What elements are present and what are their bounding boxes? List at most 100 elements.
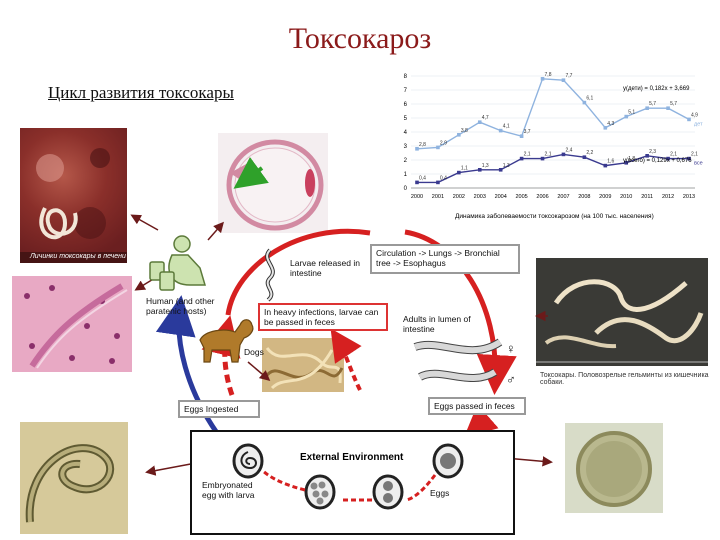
egg-development-arrow xyxy=(404,474,437,502)
circulation-text: Circulation -> Lungs -> Bronchial tree -… xyxy=(376,248,500,268)
arrow-to-liver-photo xyxy=(130,214,159,231)
chart-y-tick-label: 1 xyxy=(404,172,408,178)
male-symbol: ♂ xyxy=(506,372,516,387)
chart-data-label: 7,7 xyxy=(565,73,572,79)
chart-point xyxy=(540,156,545,161)
external-environment-title: External Environment xyxy=(300,452,404,463)
human-figure-icon xyxy=(149,235,207,291)
arrow-to-worm-mass xyxy=(247,361,271,381)
larvae-released-label: Larvae released in intestine xyxy=(290,258,360,278)
chart-series-line-0 xyxy=(416,78,690,150)
human-infection-arrow xyxy=(155,295,225,442)
chart-point xyxy=(457,133,461,137)
chart-x-tick-label: 2010 xyxy=(620,194,632,200)
eggs-ingested-box: Eggs Ingested xyxy=(178,400,260,418)
adults-lumen-label: Adults in lumen of intestine xyxy=(403,314,471,334)
chart-point xyxy=(582,155,587,159)
human-hosts-label: Human (and other paratenic hosts) xyxy=(146,296,215,316)
larva-in-tissue-photo xyxy=(12,276,132,372)
embryonated-egg-label: Embryonated egg with larva xyxy=(202,480,255,500)
chart-data-label: 2,1 xyxy=(545,152,552,158)
chart-point xyxy=(498,168,503,172)
chart-point xyxy=(561,152,566,157)
chart-data-label: 2,8 xyxy=(419,142,426,148)
egg-icon xyxy=(576,431,652,507)
adult-worms-photo xyxy=(536,258,708,366)
chart-point xyxy=(645,154,649,158)
chart-x-tick-label: 2011 xyxy=(641,194,653,200)
chart-x-tick-label: 2013 xyxy=(683,194,695,200)
chart-data-label: 7,8 xyxy=(545,72,552,78)
eye-lesion-arrow xyxy=(233,156,269,189)
eggs-passed-text: Eggs passed in feces xyxy=(434,401,515,411)
chart-annotation-children: y(дети) = 0,182x + 3,669 xyxy=(623,86,690,92)
chart-data-label: 2,3 xyxy=(649,149,656,155)
chart-point xyxy=(436,180,440,185)
cycle-arrow-left-dog xyxy=(201,315,241,396)
cycle-arrow-center xyxy=(330,328,362,391)
heavy-infections-box: In heavy infections, larvae can be passe… xyxy=(258,303,388,331)
unembryonated-egg-icon xyxy=(432,443,464,479)
chart-point xyxy=(687,117,691,122)
chart-x-tick-label: 2005 xyxy=(515,194,527,200)
chart-data-label: 0,4 xyxy=(440,175,447,181)
egg-development-arrow-3 xyxy=(260,468,306,492)
chart-x-tick-label: 2000 xyxy=(411,194,423,200)
chart-y-tick-label: 7 xyxy=(404,88,408,94)
page-subtitle: Цикл развития токсокары xyxy=(48,83,234,102)
larva-coil-icon xyxy=(20,148,127,263)
chart-point xyxy=(519,134,524,138)
chart-annotation-total: y(всего) = 0,129x + 0,676 xyxy=(623,158,692,164)
chart-data-label: 5,1 xyxy=(628,110,635,116)
larvae-in-liver-photo: Личинки токсокары в печени xyxy=(20,128,127,263)
chart-point xyxy=(582,100,587,105)
chart-y-tick-label: 2 xyxy=(404,158,408,164)
embryonated-egg-icon xyxy=(232,443,264,479)
chart-x-tick-label: 2009 xyxy=(599,194,611,200)
chart-data-label: 0,4 xyxy=(419,175,426,181)
chart-x-tick-label: 2007 xyxy=(557,194,569,200)
morula-egg-icon xyxy=(304,474,336,510)
chart-point xyxy=(477,168,482,172)
chart-data-label: 1,3 xyxy=(503,163,510,169)
chart-point xyxy=(645,106,649,110)
chart-data-label: 5,7 xyxy=(649,101,656,107)
dog-icon xyxy=(199,319,254,363)
chart-series-line-1 xyxy=(417,153,689,184)
chart-data-label: 1,6 xyxy=(607,159,614,165)
chart-legend-entry: всего xyxy=(694,161,703,167)
chart-data-label: 2,1 xyxy=(670,152,677,158)
chart-point xyxy=(666,156,670,161)
arrow-to-eye-photo xyxy=(207,221,224,241)
chart-point xyxy=(436,145,440,150)
chart-point xyxy=(687,156,691,161)
eggs-ingested-text: Eggs Ingested xyxy=(184,404,239,414)
eggs-passed-box: Eggs passed in feces xyxy=(428,397,526,415)
chart-point xyxy=(666,106,670,110)
egg-photo xyxy=(565,423,663,513)
chart-x-axis-title: Динамика заболеваемости токсокарозом (на… xyxy=(455,212,654,220)
chart-point xyxy=(415,180,419,185)
chart-point xyxy=(519,156,524,161)
chart-data-label: 2,2 xyxy=(586,150,593,156)
eggs-label: Eggs xyxy=(430,488,450,498)
adult-worm-male-icon xyxy=(418,368,498,383)
chart-point xyxy=(603,126,608,130)
chart-point xyxy=(498,128,503,133)
larva-micrograph-photo xyxy=(20,422,128,534)
chart-data-label: 3,8 xyxy=(461,128,468,134)
page-title: Токсокароз xyxy=(288,22,432,55)
chart-x-tick-label: 2003 xyxy=(474,194,486,200)
chart-point xyxy=(457,170,461,175)
chart-point xyxy=(415,147,419,151)
chart-point xyxy=(624,161,629,165)
chart-point xyxy=(477,120,482,124)
chart-y-tick-label: 8 xyxy=(404,74,408,80)
dogs-label: Dogs xyxy=(244,347,264,357)
chart-data-label: 1,3 xyxy=(482,163,489,169)
worm-mass-photo xyxy=(262,338,344,392)
chart-y-tick-label: 0 xyxy=(404,186,408,192)
chart-x-tick-label: 2004 xyxy=(495,194,507,200)
